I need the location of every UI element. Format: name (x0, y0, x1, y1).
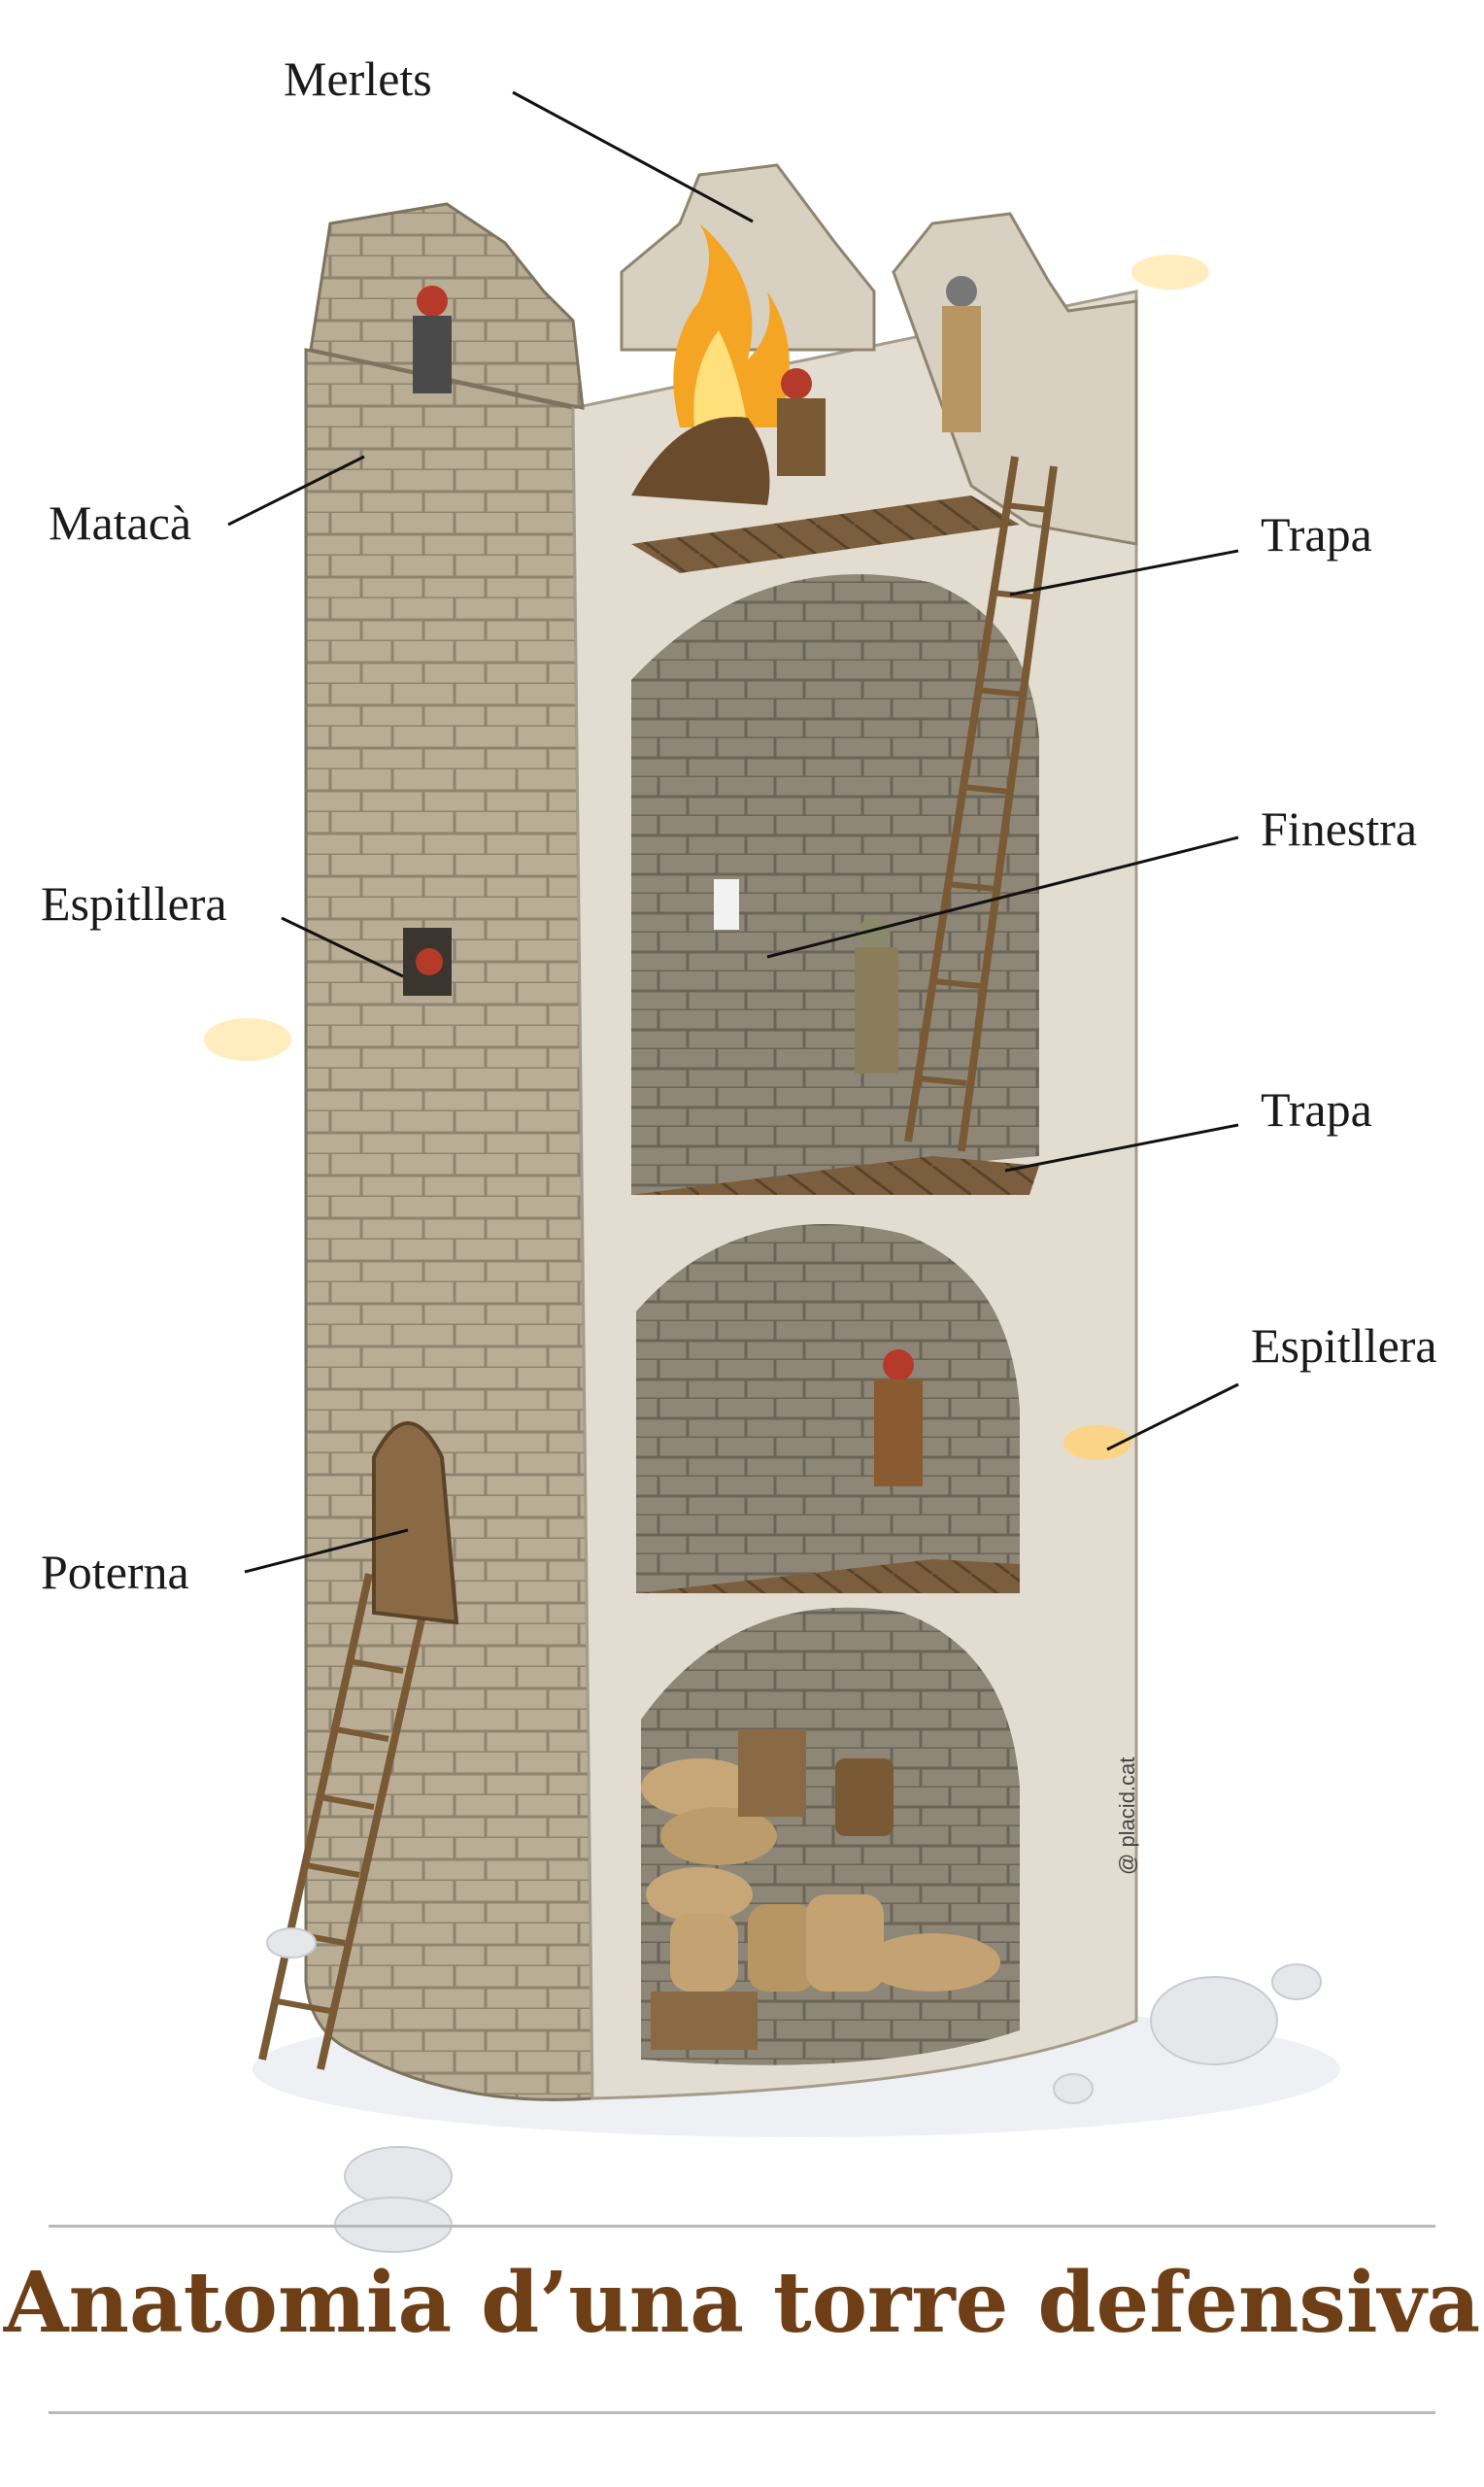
room-middle (636, 1224, 1020, 1593)
label-espitllera-left: Espitllera (41, 876, 227, 931)
leader-espitllera-left (281, 916, 404, 978)
label-poterna: Poterna (41, 1545, 189, 1599)
leader-trapa-mid (1004, 1123, 1239, 1173)
basement-supplies (641, 1729, 1000, 2050)
tower-outer-wall (304, 348, 594, 2101)
top-platform (631, 495, 1020, 573)
fire (631, 223, 790, 505)
leader-poterna (244, 1528, 409, 1574)
room-upper (631, 574, 1039, 1195)
page-title: Anatomia d’una torre defensiva (3, 2254, 1481, 2352)
credit-watermark: @ placid.cat (1115, 1756, 1139, 1875)
label-trapa-top: Trapa (1261, 507, 1372, 562)
ladder-upper (904, 456, 1058, 1152)
leader-espitllera-right (1106, 1382, 1239, 1451)
label-mataca: Matacà (49, 495, 192, 550)
label-merlets: Merlets (284, 51, 432, 106)
window-slit (714, 879, 739, 930)
label-trapa-mid: Trapa (1261, 1082, 1372, 1137)
ladder-outer (258, 1573, 431, 2070)
leader-trapa-top (1009, 549, 1239, 596)
rubble-stones (266, 1927, 1322, 2253)
title-rule-top (49, 2225, 1435, 2228)
muzzle-flash-right (1063, 1425, 1131, 1460)
leader-finestra (766, 835, 1239, 959)
label-espitllera-right: Espitllera (1251, 1318, 1437, 1373)
muzzle-flash-left (204, 1018, 291, 1061)
label-finestra: Finestra (1261, 801, 1418, 856)
postern-door (372, 1421, 459, 1625)
leader-lines (227, 90, 1239, 1574)
leader-merlets (512, 90, 754, 223)
defender-figures (413, 276, 981, 1486)
title-rule-bottom (49, 2411, 1435, 2414)
leader-mataca (227, 455, 365, 527)
floor-middle (636, 1559, 1020, 1593)
muzzle-flash-top (1131, 255, 1209, 290)
floor-upper (631, 1156, 1039, 1195)
